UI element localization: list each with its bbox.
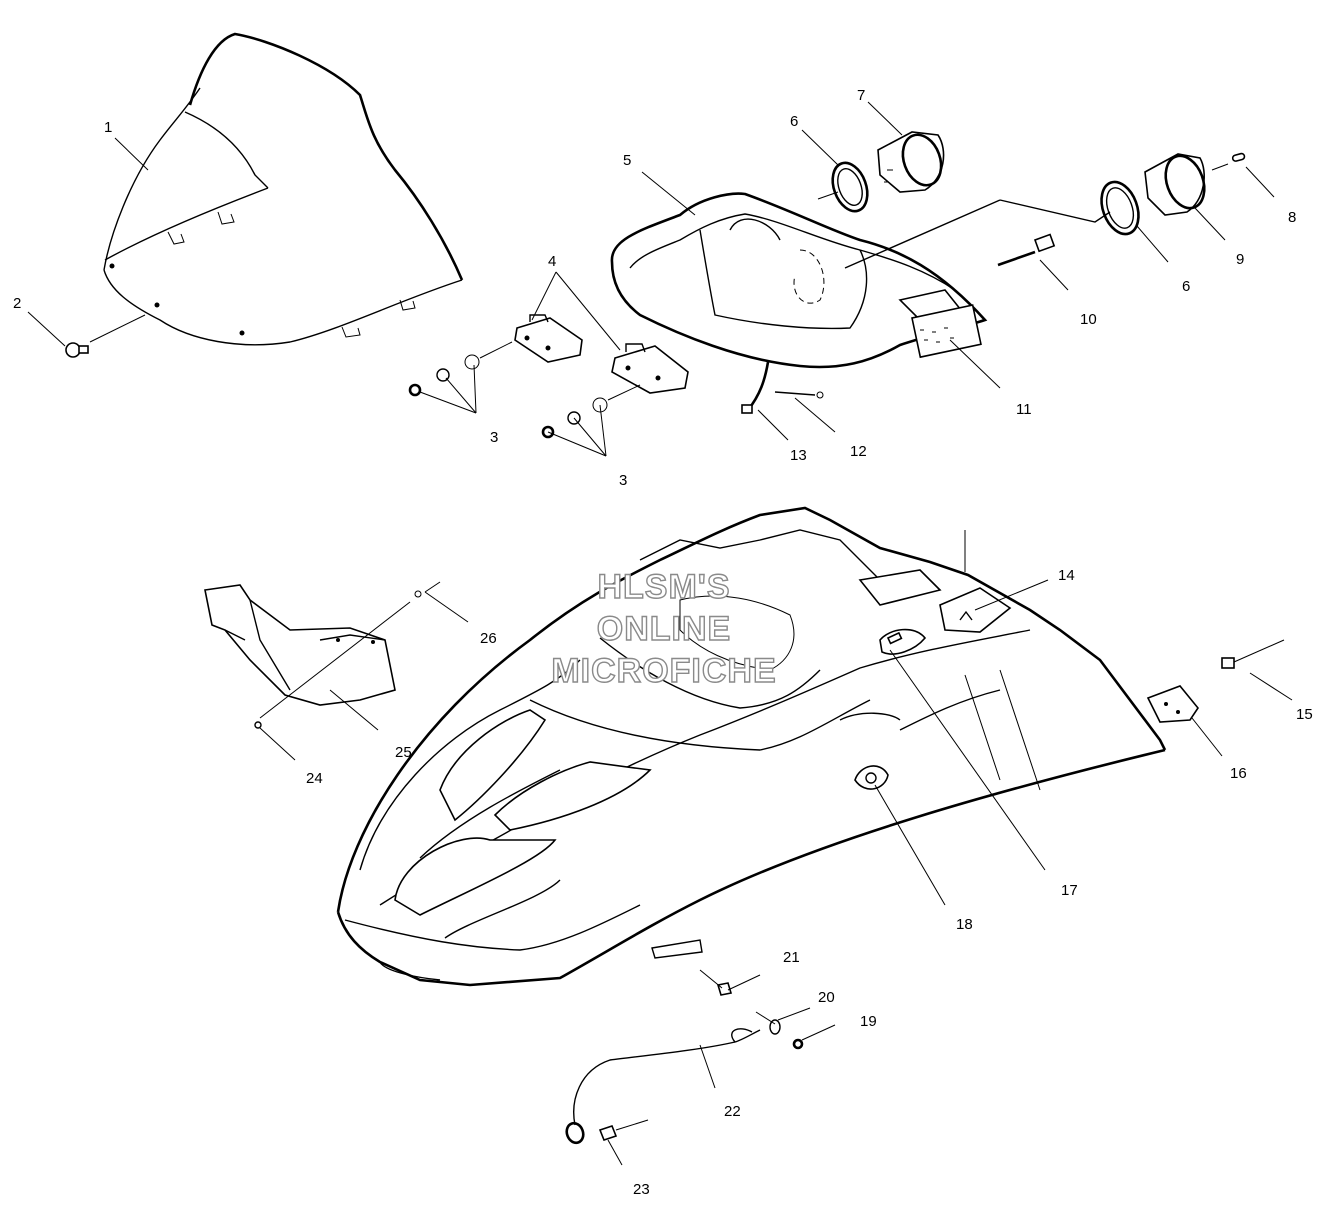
cable-part bbox=[997, 233, 1056, 267]
screw-cable-parts bbox=[741, 361, 824, 414]
watermark-line-1: HLSM'S bbox=[597, 568, 730, 606]
callout-labels: 1 2 3 3 4 5 6 6 7 8 9 10 11 12 13 14 15 … bbox=[13, 87, 1313, 1198]
label-9: 9 bbox=[1236, 251, 1244, 268]
label-7: 7 bbox=[857, 87, 865, 104]
label-19: 19 bbox=[860, 1013, 877, 1030]
label-23: 23 bbox=[633, 1181, 650, 1198]
label-26: 26 bbox=[480, 630, 497, 647]
label-25: 25 bbox=[395, 744, 412, 761]
leader-lines bbox=[27, 101, 1293, 1166]
label-24: 24 bbox=[306, 770, 323, 787]
label-22: 22 bbox=[724, 1103, 741, 1120]
label-17: 17 bbox=[1061, 882, 1078, 899]
lower-hardware bbox=[565, 982, 804, 1145]
windshield-part bbox=[103, 32, 464, 346]
label-12: 12 bbox=[850, 443, 867, 460]
label-10: 10 bbox=[1080, 311, 1097, 328]
watermark-line-2: ONLINE bbox=[597, 610, 731, 648]
fastener-15-16 bbox=[1146, 639, 1285, 723]
label-11: 11 bbox=[1016, 401, 1032, 418]
side-panel-parts bbox=[204, 584, 422, 729]
watermark-line-3: MICROFICHE bbox=[551, 652, 776, 690]
label-21: 21 bbox=[783, 949, 800, 966]
label-18: 18 bbox=[956, 916, 973, 933]
label-6a: 6 bbox=[790, 113, 798, 130]
bracket-hardware bbox=[408, 314, 689, 439]
pin-part bbox=[1211, 152, 1246, 171]
label-3a: 3 bbox=[490, 429, 498, 446]
gauge-parts bbox=[817, 131, 1206, 269]
watermark: HLSM'S ONLINE MICROFICHE bbox=[551, 567, 777, 690]
label-13: 13 bbox=[790, 447, 807, 464]
label-14: 14 bbox=[1058, 567, 1075, 584]
label-4: 4 bbox=[548, 253, 556, 270]
label-1: 1 bbox=[104, 119, 112, 136]
label-5: 5 bbox=[623, 152, 631, 169]
label-16: 16 bbox=[1230, 765, 1247, 782]
label-20: 20 bbox=[818, 989, 835, 1006]
screw-part bbox=[65, 314, 146, 358]
hood-part bbox=[336, 506, 1167, 987]
label-15: 15 bbox=[1296, 706, 1313, 723]
label-3b: 3 bbox=[619, 472, 627, 489]
console-part bbox=[610, 192, 988, 369]
label-6b: 6 bbox=[1182, 278, 1190, 295]
label-8: 8 bbox=[1288, 209, 1296, 226]
label-2: 2 bbox=[13, 295, 21, 312]
